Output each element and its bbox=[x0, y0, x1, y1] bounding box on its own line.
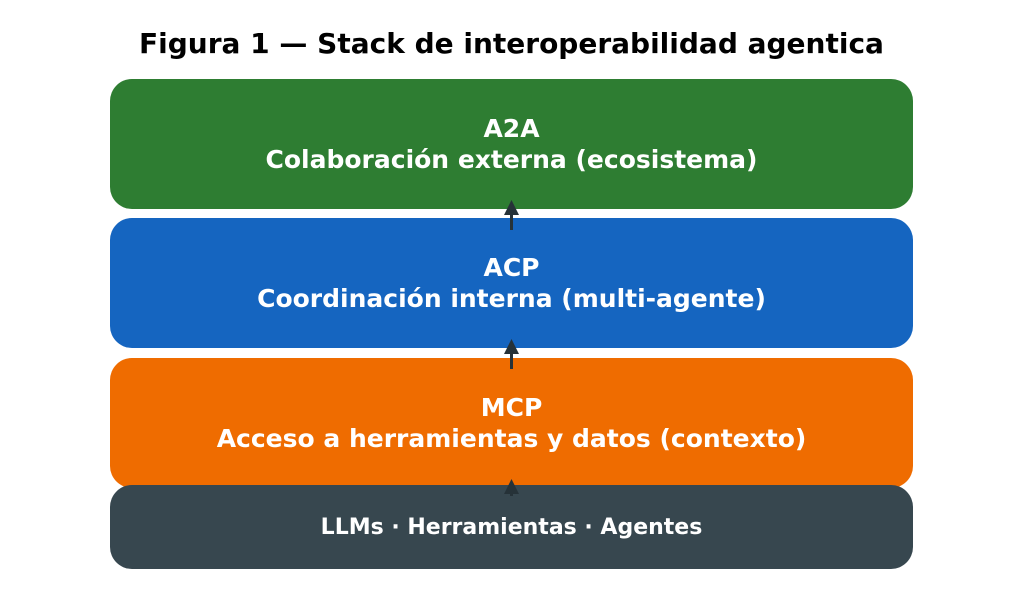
layer-description: Coordinación interna (multi-agente) bbox=[257, 284, 766, 313]
layer-name: MCP bbox=[480, 393, 543, 422]
layer-description: Colaboración externa (ecosistema) bbox=[265, 145, 758, 174]
layer-description: Acceso a herramientas y datos (contexto) bbox=[216, 424, 807, 453]
figure-title: Figura 1 — Stack de interoperabilidad ag… bbox=[139, 27, 884, 60]
layer-mcp: MCP Acceso a herramientas y datos (conte… bbox=[110, 358, 913, 488]
layer-acp: ACP Coordinación interna (multi-agente) bbox=[110, 218, 913, 348]
base-layer: LLMs · Herramientas · Agentes bbox=[110, 485, 913, 569]
layer-name: A2A bbox=[483, 114, 540, 143]
layer-name: ACP bbox=[483, 253, 540, 282]
layer-a2a: A2A Colaboración externa (ecosistema) bbox=[110, 79, 913, 209]
base-label: LLMs · Herramientas · Agentes bbox=[320, 514, 703, 540]
